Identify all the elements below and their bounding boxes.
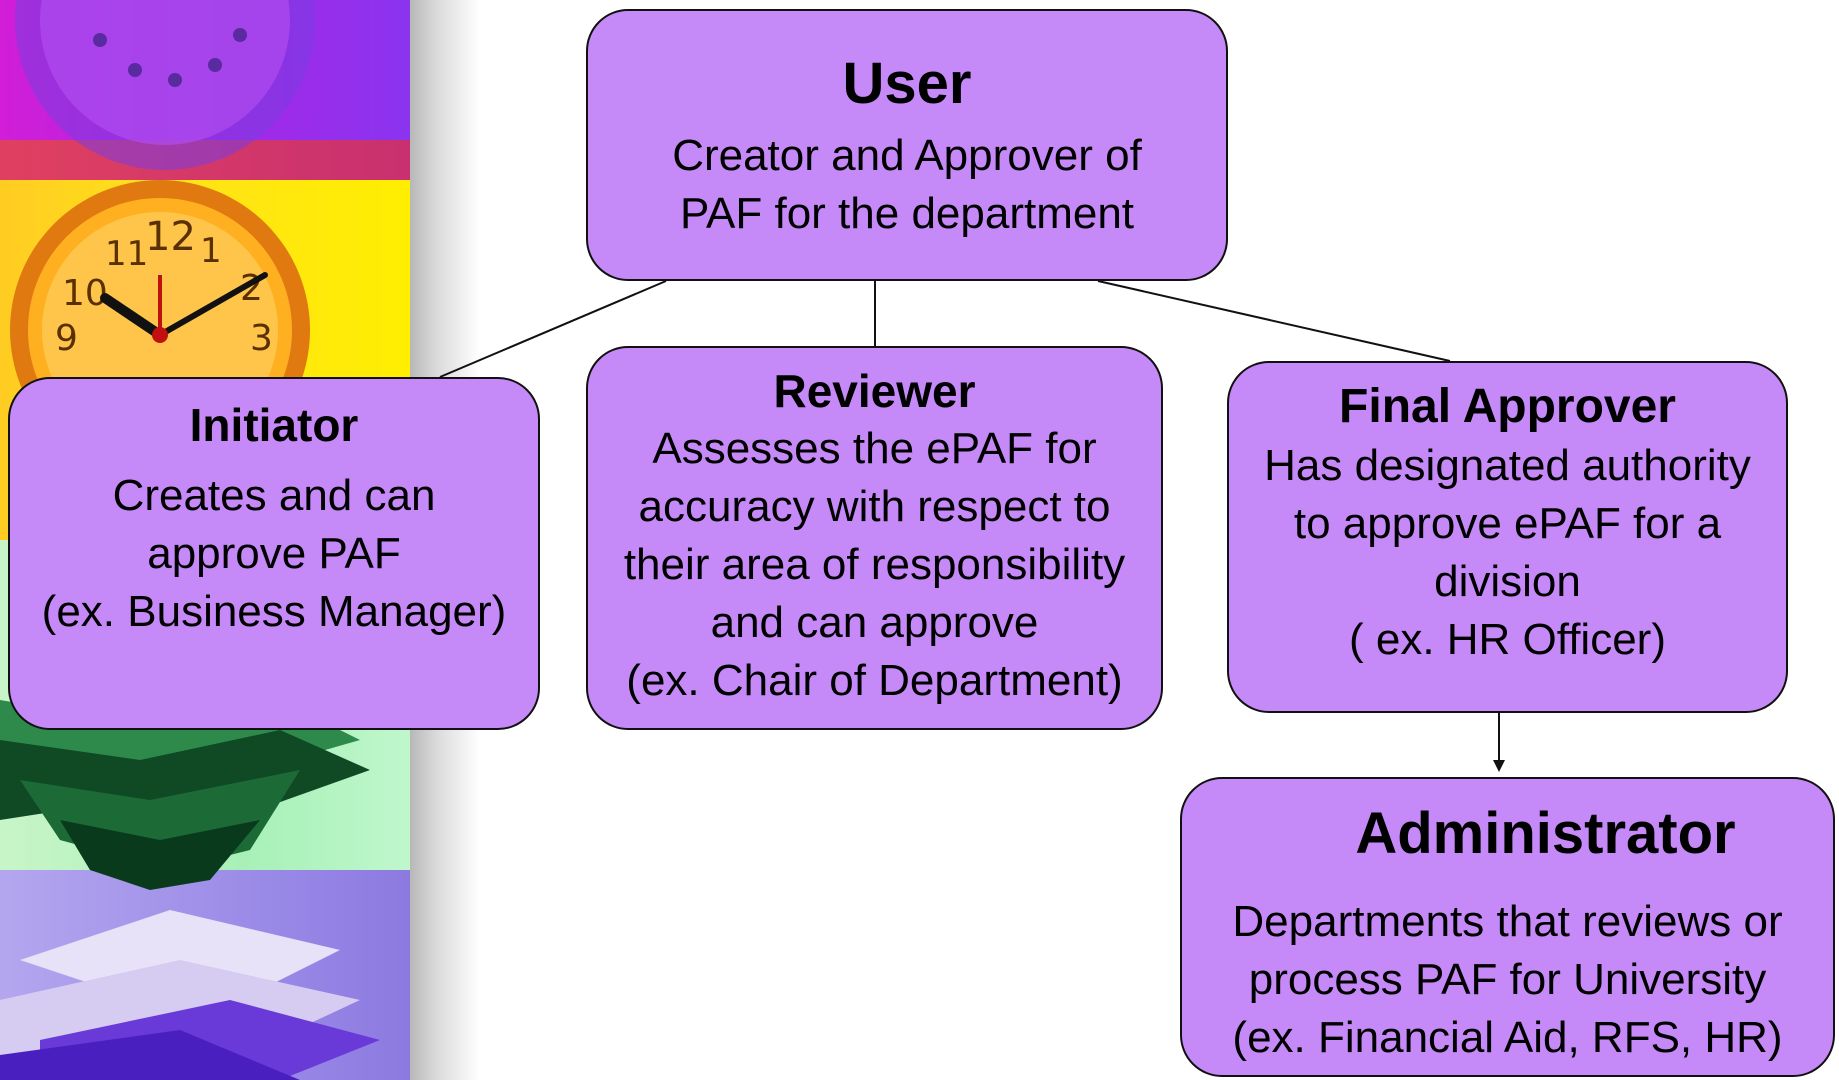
node-administrator: Administrator Departments that reviews o… xyxy=(1180,777,1835,1077)
node-user-title: User xyxy=(842,51,972,116)
node-administrator-title: Administrator xyxy=(1355,801,1736,866)
svg-text:12: 12 xyxy=(145,214,196,260)
node-reviewer-description: Assesses the ePAF for accuracy with resp… xyxy=(623,424,1126,705)
node-reviewer-title: Reviewer xyxy=(773,365,976,417)
edge-user-final-approver xyxy=(1097,280,1451,362)
paper-stack-violet-icon xyxy=(0,910,380,1080)
node-administrator-description: Departments that reviews or process PAF … xyxy=(1232,897,1783,1062)
svg-text:9: 9 xyxy=(55,318,78,359)
svg-text:3: 3 xyxy=(250,318,273,359)
paper-stack-green-icon xyxy=(0,690,370,890)
svg-text:10: 10 xyxy=(62,273,108,314)
node-user-description: Creator and Approver of PAF for the depa… xyxy=(672,131,1142,238)
node-initiator-title: Initiator xyxy=(189,399,359,451)
node-user: User Creator and Approver of PAF for the… xyxy=(586,9,1228,281)
svg-text:11: 11 xyxy=(105,234,148,274)
svg-text:1: 1 xyxy=(200,231,222,271)
node-final-approver: Final Approver Has designated authority … xyxy=(1227,361,1788,713)
wall-clock-magenta-icon xyxy=(15,0,315,170)
node-reviewer: Reviewer Assesses the ePAF for accuracy … xyxy=(586,346,1163,730)
node-initiator: Initiator Creates and can approve PAF (e… xyxy=(8,377,540,730)
node-final-approver-description: Has designated authority to approve ePAF… xyxy=(1264,441,1751,664)
node-final-approver-title: Final Approver xyxy=(1339,380,1676,433)
node-initiator-description: Creates and can approve PAF (ex. Busines… xyxy=(41,471,507,636)
